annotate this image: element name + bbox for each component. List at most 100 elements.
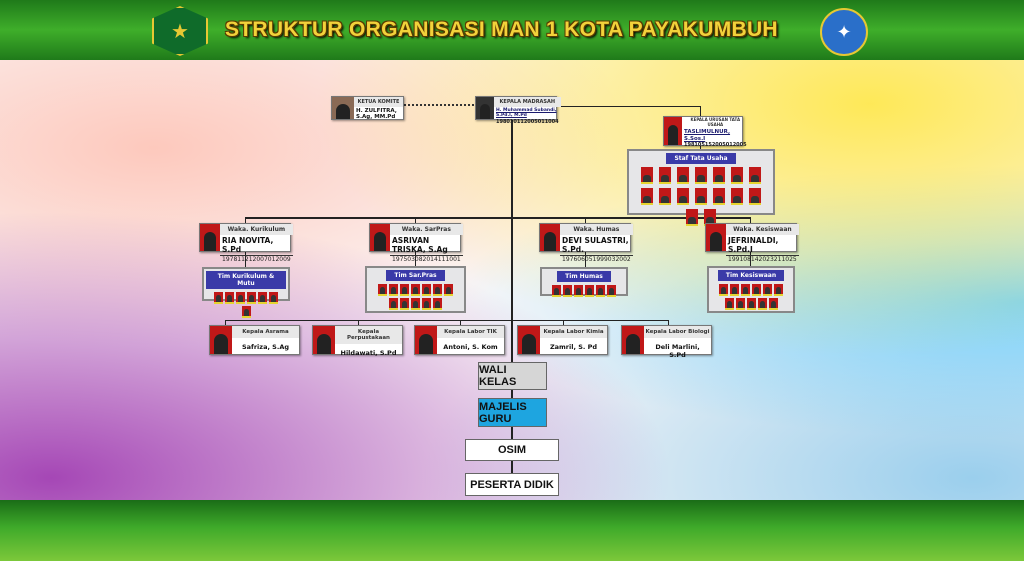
staff-photo — [677, 188, 689, 205]
staff-photo — [389, 284, 398, 296]
staff-photo — [695, 167, 707, 184]
staff-photo — [411, 298, 420, 310]
staff-photo — [585, 285, 594, 297]
kepala-tu-photo — [664, 117, 682, 146]
staff-photo — [713, 188, 725, 205]
staff-photo — [433, 298, 442, 310]
staff-photo — [400, 298, 409, 310]
team-photos — [206, 292, 286, 318]
person-nip: 197606051999032002 — [562, 256, 631, 263]
staff-photo — [757, 298, 767, 310]
team-panel: Tim Kurikulum & Mutu — [202, 267, 290, 318]
role-label: Kepala Perpustakaan — [335, 326, 402, 344]
person-nip: 199108142023211025 — [728, 256, 797, 263]
majelis-guru-box: MAJELIS GURU — [478, 398, 547, 427]
staff-photo — [731, 188, 743, 205]
person-name: RIA NOVITA, S.Pd — [220, 235, 293, 256]
staff-photo — [677, 167, 689, 184]
staff-photo — [378, 284, 387, 296]
staff-photo — [641, 167, 653, 184]
waka-photo — [200, 224, 220, 251]
person-nip: 197503082014111001 — [392, 256, 461, 263]
staff-photo — [741, 284, 750, 296]
staff-photo — [596, 285, 605, 297]
staff-photo — [236, 292, 245, 304]
staff-photo — [774, 284, 783, 296]
peserta-didik-box: PESERTA DIDIK — [465, 473, 559, 496]
header-bar: ★ STRUKTUR ORGANISASI MAN 1 KOTA PAYAKUM… — [0, 0, 1024, 60]
staff-photo — [225, 292, 234, 304]
wali-kelas-box: WALI KELAS — [478, 362, 547, 390]
role-label: Waka. Kurikulum — [220, 224, 293, 235]
staff-photo — [695, 188, 707, 205]
person-name: H. ZULFITRA, S.Ag, MM.Pd — [356, 108, 397, 120]
osim-box: OSIM — [465, 439, 559, 461]
staff-photo — [552, 285, 561, 297]
staff-photo — [444, 284, 453, 296]
role-label: Waka. Humas — [560, 224, 633, 235]
staff-photo — [433, 284, 442, 296]
kemenag-logo-icon: ★ — [152, 6, 208, 56]
person-nip: 197811212007012009 — [222, 256, 291, 263]
role-label: Kepala Asrama — [232, 326, 299, 338]
kepala-unit-photo — [622, 326, 644, 355]
staff-photo — [713, 167, 725, 184]
person-name: Hildawati, S.Pd — [340, 349, 397, 357]
staff-photo — [574, 285, 583, 297]
role-label: Waka. Kesiswaan — [726, 224, 799, 235]
team-panel: Tim Kesiswaan — [707, 266, 795, 313]
staff-photo — [269, 292, 278, 304]
kepala-unit-photo — [518, 326, 540, 355]
staff-photo — [411, 284, 420, 296]
person-name: DEVI SULASTRI, S.Pd. — [560, 235, 633, 256]
staff-photo — [749, 188, 761, 205]
staff-photo — [752, 284, 761, 296]
team-panel: Tim Sar.Pras — [365, 266, 466, 313]
role-label: Kepala Labor Kimia — [540, 326, 607, 338]
team-photos — [544, 285, 624, 297]
staff-photo — [659, 188, 671, 205]
staff-photo — [735, 298, 745, 310]
staff-photo — [731, 167, 743, 184]
staff-photo — [641, 188, 653, 205]
ketua-komite-photo — [332, 97, 354, 119]
person-name: ASRIVAN TRISKA, S.Ag — [390, 235, 463, 256]
person-name: Safriza, S.Ag — [241, 343, 290, 351]
staff-photo — [730, 284, 739, 296]
footer-bar — [0, 500, 1024, 561]
team-photos — [369, 284, 462, 310]
person-name: Deli Marlini, S.Pd — [655, 343, 700, 359]
page-title: STRUKTUR ORGANISASI MAN 1 KOTA PAYAKUMBU… — [225, 18, 778, 41]
team-title: Tim Sar.Pras — [386, 270, 445, 281]
waka-photo — [540, 224, 560, 251]
staff-photo — [214, 292, 223, 304]
man1-logo-icon: ✦ — [820, 8, 868, 56]
staf-tu-panel: Staf Tata Usaha — [627, 149, 775, 226]
staff-photo — [422, 298, 431, 310]
person-nip: 198105152005012005 — [684, 141, 747, 148]
team-title: Tim Kurikulum & Mutu — [206, 271, 286, 289]
kepala-unit-photo — [210, 326, 232, 355]
person-name: TASLIMULNUR, S.Sos.I — [684, 129, 731, 142]
team-title: Tim Humas — [557, 271, 611, 282]
staff-photo — [719, 284, 728, 296]
staff-photo — [724, 298, 734, 310]
team-title: Staf Tata Usaha — [666, 153, 736, 164]
staff-photo — [241, 306, 251, 318]
staff-photo — [607, 285, 616, 297]
staff-photo — [763, 284, 772, 296]
team-photos — [711, 284, 791, 310]
staff-photos — [631, 167, 771, 226]
staff-photo — [563, 285, 572, 297]
staff-photo — [746, 298, 756, 310]
staff-photo — [247, 292, 256, 304]
team-panel: Tim Humas — [540, 267, 628, 297]
